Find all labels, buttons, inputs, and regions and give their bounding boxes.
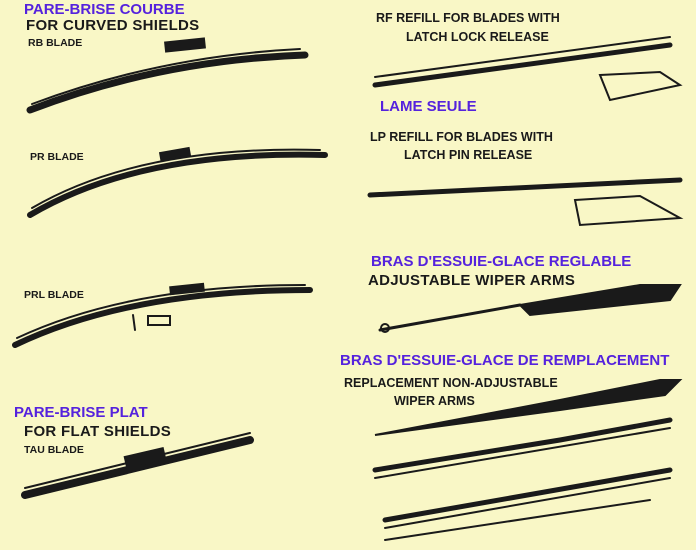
adjustable-arms-french-label: BRAS D'ESSUIE-GLACE REGLABLE [371,253,632,270]
curved-shields-label: FOR CURVED SHIELDS [26,17,200,34]
pr-blade-label: PR BLADE [30,151,84,163]
adjustable-arm-image [378,284,682,333]
replacement-arms-label-line2: WIPER ARMS [394,394,475,408]
rb-blade-label: RB BLADE [28,37,83,49]
lp-refill-label-line1: LP REFILL FOR BLADES WITH [370,130,553,144]
rf-refill-image [372,36,683,102]
tau-blade-label: TAU BLADE [24,444,84,456]
flat-shields-french-label: PARE-BRISE PLAT [14,404,148,421]
lp-refill-image [367,177,684,227]
pr-blade-image [27,146,328,218]
rf-refill-label-line2: LATCH LOCK RELEASE [406,30,549,44]
rb-blade-image [26,37,309,114]
rf-refill-label-line1: RF REFILL FOR BLADES WITH [376,11,560,25]
prl-blade-label: PRL BLADE [24,289,84,301]
replacement-arms-french-label: BRAS D'ESSUIE-GLACE DE REMPLACEMENT [340,352,670,369]
lp-refill-label-line2: LATCH PIN RELEASE [404,148,533,162]
prl-blade-image [12,282,313,348]
replacement-arms-image [372,379,683,541]
flat-shields-label: FOR FLAT SHIELDS [24,423,172,440]
tau-blade-image [21,432,254,499]
lame-seule-label: LAME SEULE [380,98,477,115]
adjustable-arms-label: ADJUSTABLE WIPER ARMS [368,272,576,289]
replacement-arms-label-line1: REPLACEMENT NON-ADJUSTABLE [344,376,558,390]
curved-shields-french-label: PARE-BRISE COURBE [24,1,185,18]
